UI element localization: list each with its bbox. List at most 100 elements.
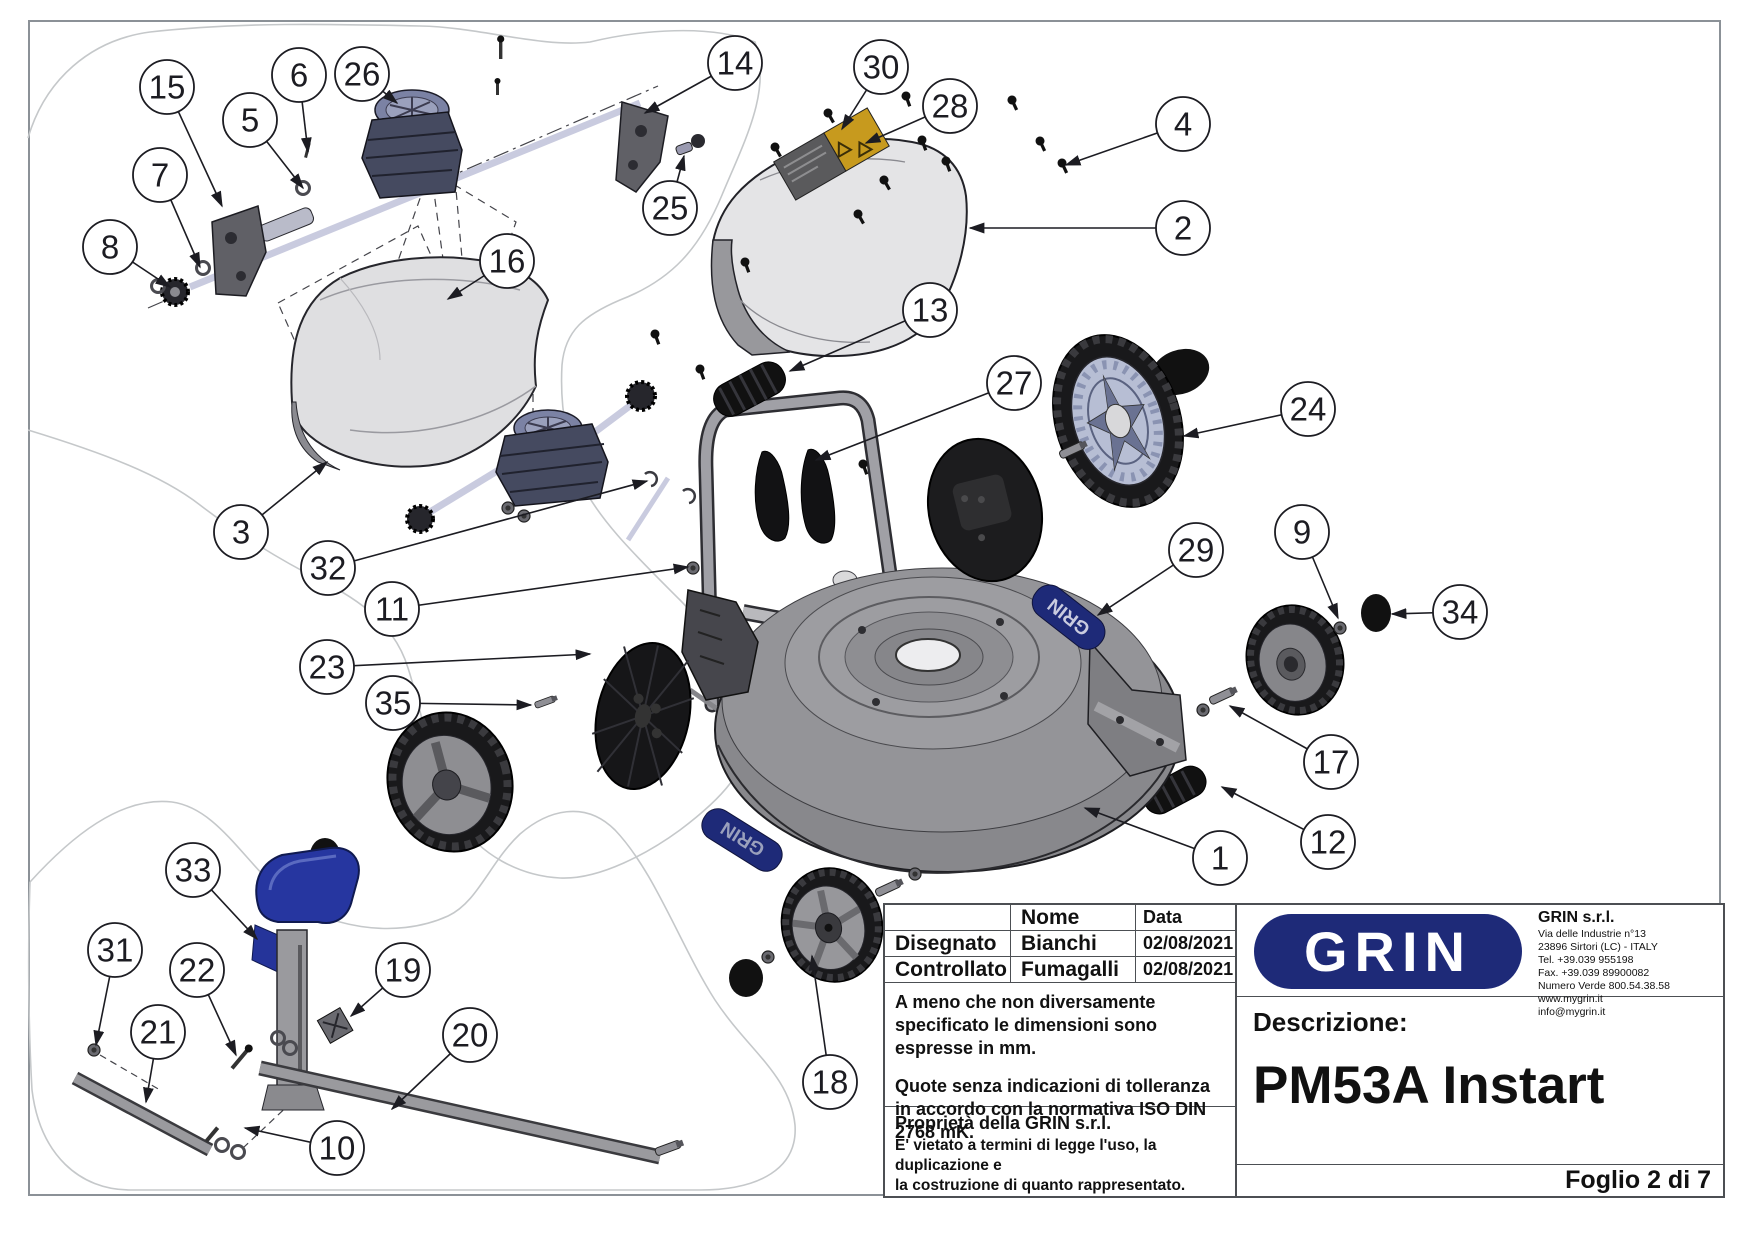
wheel-35 <box>386 711 514 853</box>
blob-lower-left <box>27 800 796 1191</box>
callout-balloon-15 <box>139 59 195 115</box>
callout-number-28: 28 <box>932 88 969 125</box>
product-name: PM53A Instart <box>1253 1056 1605 1115</box>
callout-balloon-28 <box>922 78 978 134</box>
title-block-left: Nome Data Disegnato Bianchi 02/08/2021 C… <box>885 905 1237 1196</box>
callout-number-10: 10 <box>319 1130 356 1167</box>
leader-line-27 <box>814 382 1015 461</box>
callout-balloon-10 <box>309 1120 365 1176</box>
callout-number-8: 8 <box>101 229 119 266</box>
callout-number-27: 27 <box>996 365 1033 402</box>
company-row: GRIN GRIN s.r.l. Via delle Industrie n°1… <box>1237 905 1723 1018</box>
callout-number-18: 18 <box>812 1064 849 1101</box>
gearbox-upper <box>361 89 463 199</box>
group-outline-blobs <box>27 23 796 1191</box>
deck-front-bracket <box>681 589 759 701</box>
description-section: Descrizione: PM53A Instart <box>1237 997 1723 1165</box>
callout-number-5: 5 <box>241 102 259 139</box>
callout-number-11: 11 <box>375 591 409 628</box>
callout-balloon-33 <box>165 842 221 898</box>
leader-line-23 <box>326 649 592 668</box>
wheel-cover-disc <box>591 641 695 791</box>
address-line: info@mygrin.it <box>1538 1006 1606 1018</box>
callout-balloon-16 <box>479 233 535 289</box>
callout-number-17: 17 <box>1313 744 1350 781</box>
note-tolerance: Quote senza indicazioni di tolleranza in… <box>895 1076 1211 1142</box>
property-line: E' vietato a termini di legge l'uso, la … <box>895 1137 1157 1174</box>
callout-balloon-26 <box>334 46 390 102</box>
callout-balloon-32 <box>300 540 356 596</box>
callout-balloon-24 <box>1280 381 1336 437</box>
warning-label <box>773 107 890 201</box>
leader-line-32 <box>327 479 649 569</box>
callout-balloon-9 <box>1274 504 1330 560</box>
row-date: 02/08/2021 <box>1135 957 1235 982</box>
front-wheel-18 <box>780 867 884 983</box>
callout-balloon-11 <box>364 581 420 637</box>
sheet-number: Foglio 2 di 7 <box>1565 1166 1711 1194</box>
callout-balloon-14 <box>707 35 763 91</box>
tolerance-notes: A meno che non diversamente specificato … <box>885 983 1235 1142</box>
address-line: Tel. +39.039 955198 <box>1538 954 1634 966</box>
callout-balloon-21 <box>130 1004 186 1060</box>
callout-number-1: 1 <box>1211 840 1229 877</box>
description-label: Descrizione: <box>1253 1007 1408 1037</box>
callout-balloon-25 <box>642 180 698 236</box>
callout-number-12: 12 <box>1310 824 1347 861</box>
callout-balloon-27 <box>986 355 1042 411</box>
callout-number-4: 4 <box>1174 106 1192 143</box>
rubber-cap-18 <box>729 959 763 997</box>
callout-layer: 1234567891011121314151617181920212223242… <box>82 35 1488 1176</box>
callout-number-22: 22 <box>179 952 216 989</box>
row-label: Controllato <box>895 957 1007 981</box>
callout-number-6: 6 <box>290 57 308 94</box>
callout-number-21: 21 <box>140 1014 177 1051</box>
callout-number-26: 26 <box>344 56 381 93</box>
screw-26b <box>494 78 501 95</box>
property-notice: Proprietà della GRIN s.r.l. E' vietato a… <box>885 1107 1235 1196</box>
address-line: Fax. +39.039 89900082 <box>1538 967 1650 979</box>
row-label: Disegnato <box>895 931 997 955</box>
callout-number-34: 34 <box>1442 594 1479 631</box>
callout-number-35: 35 <box>375 685 412 722</box>
callout-number-9: 9 <box>1293 514 1311 551</box>
callout-number-15: 15 <box>149 69 186 106</box>
callout-balloon-31 <box>87 922 143 978</box>
callout-balloon-13 <box>902 282 958 338</box>
callout-balloon-2 <box>1155 200 1211 256</box>
callout-number-25: 25 <box>652 190 689 227</box>
callout-balloon-18 <box>802 1054 858 1110</box>
table-row: Disegnato Bianchi 02/08/2021 <box>885 931 1235 957</box>
table-header-nome: Nome <box>1010 905 1135 930</box>
leader-line-11 <box>391 563 690 610</box>
callout-balloon-20 <box>442 1007 498 1063</box>
coupling-25 <box>675 134 705 156</box>
gearbox-lower-assembly <box>405 380 700 575</box>
lower-handle-assembly <box>71 846 685 1165</box>
front-cover <box>710 107 968 358</box>
mower-deck: GRIN <box>681 567 1187 874</box>
brake-lever <box>754 450 790 542</box>
callout-balloon-8 <box>82 219 138 275</box>
callout-balloon-19 <box>375 942 431 998</box>
callout-balloon-1 <box>1192 830 1248 886</box>
callout-balloon-4 <box>1155 96 1211 152</box>
note-dimensions: A meno che non diversamente specificato … <box>895 992 1158 1058</box>
handle-grip <box>255 846 360 924</box>
callout-balloon-34 <box>1432 584 1488 640</box>
sheet-border <box>28 20 1721 1196</box>
address-line: Numero Verde 800.54.38.58 <box>1538 980 1670 992</box>
title-block-right: GRIN GRIN s.r.l. Via delle Industrie n°1… <box>1237 905 1723 1196</box>
callout-number-16: 16 <box>489 243 526 280</box>
left-bearing-plate <box>211 205 267 297</box>
address-line: Via delle Industrie n°13 <box>1538 928 1646 940</box>
callout-balloon-30 <box>853 39 909 95</box>
property-title: Proprietà della GRIN s.r.l. <box>895 1113 1112 1133</box>
property-line: la costruzione di quanto rappresentato. <box>895 1177 1186 1194</box>
callout-balloon-29 <box>1168 522 1224 578</box>
table-header-data: Data <box>1135 905 1235 930</box>
callout-balloon-35 <box>365 675 421 731</box>
callout-number-20: 20 <box>452 1017 489 1054</box>
